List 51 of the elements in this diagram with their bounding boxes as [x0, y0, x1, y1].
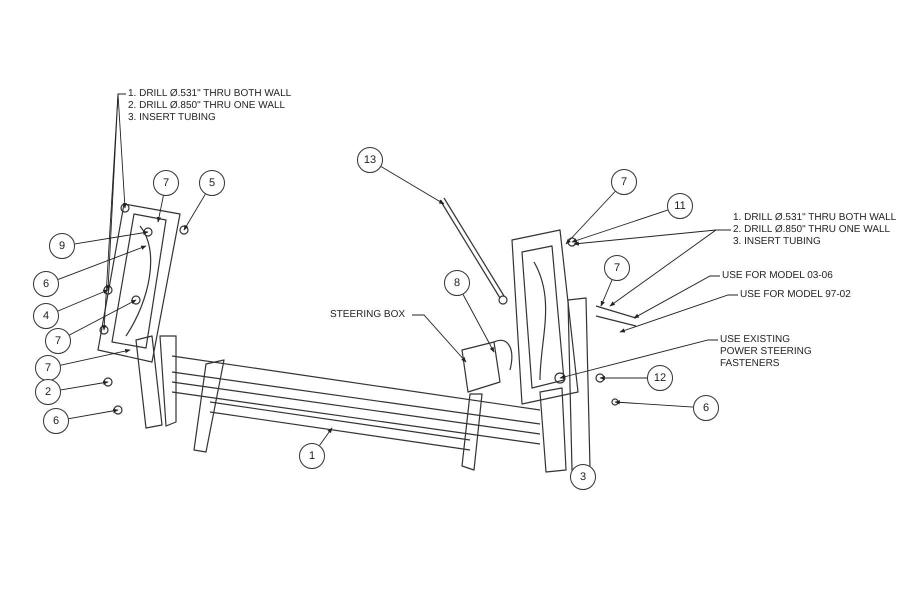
note-text: 1. DRILL Ø.531" THRU BOTH WALL [128, 88, 292, 100]
note-text: 3. INSERT TUBING [128, 112, 217, 124]
callout-number: 11 [667, 193, 693, 219]
leader-line [58, 246, 146, 280]
leader-line [559, 340, 718, 379]
leader-line [74, 230, 149, 244]
leader-line [69, 300, 136, 336]
leader-line [102, 94, 126, 331]
note-text: STEERING BOX [330, 309, 406, 321]
note-text: USE EXISTING POWER STEERING FASTENERS [720, 334, 813, 370]
leader-line [614, 400, 694, 408]
callout-number: 7 [611, 169, 637, 195]
leader-line [634, 276, 720, 318]
callout-number: 8 [444, 270, 470, 296]
leader-line [462, 294, 494, 352]
leader-line [599, 376, 648, 380]
callout-number: 2 [35, 379, 61, 405]
note-text: USE FOR MODEL 97-02 [740, 289, 851, 301]
leader-line [58, 290, 108, 312]
callout-number: 5 [199, 170, 225, 196]
callout-number: 9 [49, 233, 75, 259]
callout-number: 1 [299, 443, 325, 469]
note-text: 3. INSERT TUBING [733, 236, 822, 248]
leader-line [184, 194, 206, 230]
leader-line [566, 191, 616, 244]
callout-number: 6 [33, 271, 59, 297]
leader-line [156, 195, 164, 223]
callout-number: 7 [153, 170, 179, 196]
note-text: 1. DRILL Ø.531" THRU BOTH WALL [733, 212, 896, 224]
leader-line [600, 280, 612, 306]
callout-number: 7 [45, 328, 71, 354]
leader-line [319, 428, 332, 446]
leader-line [68, 408, 119, 420]
callout-number: 7 [604, 255, 630, 281]
callout-number: 4 [33, 303, 59, 329]
note-text: 2. DRILL Ø.850" THRU ONE WALL [128, 100, 286, 112]
callout-number: 3 [570, 464, 596, 490]
note-text: 2. DRILL Ø.850" THRU ONE WALL [733, 224, 892, 236]
leader-line [620, 294, 738, 332]
note-text: USE FOR MODEL 03-06 [722, 270, 833, 282]
callout-number: 12 [647, 365, 673, 391]
leader-line [610, 230, 732, 306]
leader-line [60, 348, 131, 366]
callout-number: 7 [35, 355, 61, 381]
leader-line [60, 380, 109, 390]
leader-line [572, 210, 668, 242]
leader-line [380, 166, 444, 204]
callout-number: 13 [357, 147, 383, 173]
callout-number: 6 [693, 395, 719, 421]
callout-number: 6 [43, 408, 69, 434]
leader-line [412, 314, 466, 362]
